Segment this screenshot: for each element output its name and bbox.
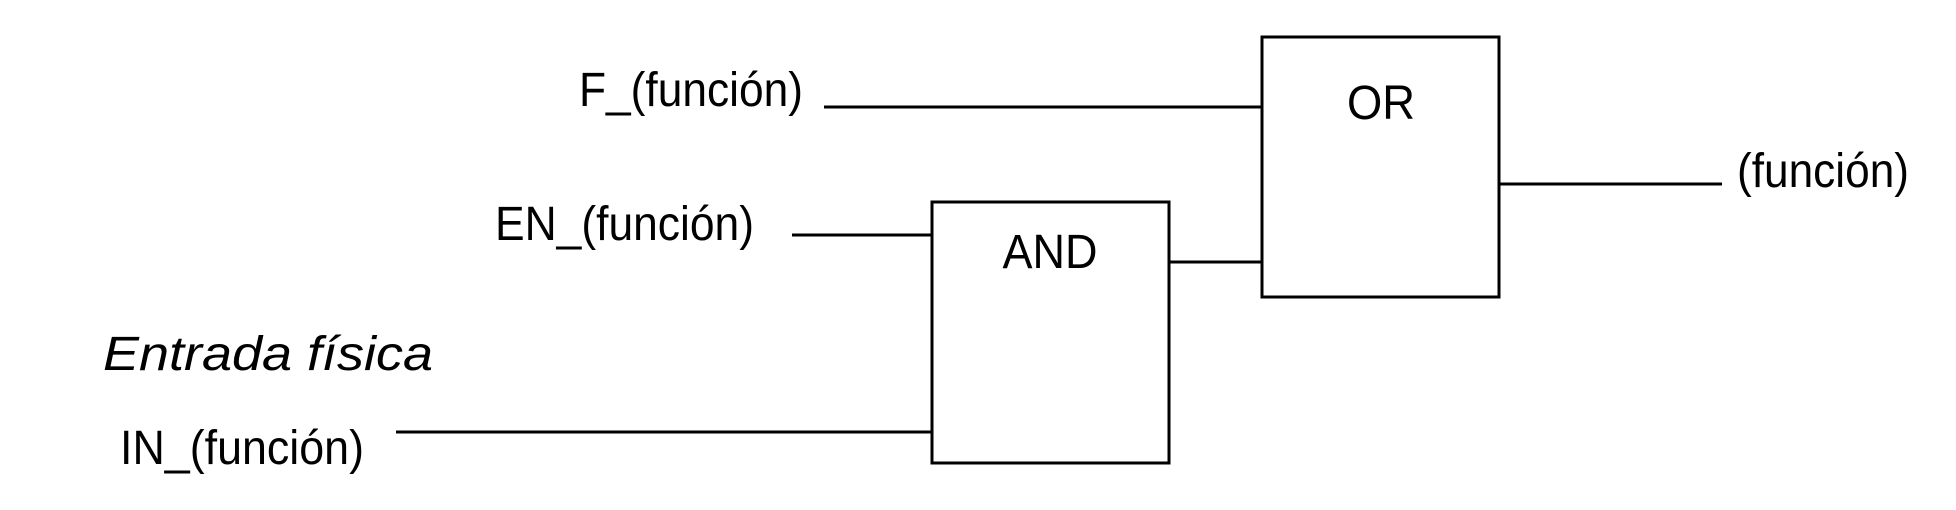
section-label-entrada-fisica: Entrada física [103,328,433,381]
f-input-label: F_(función) [579,64,803,117]
in-input-label: IN_(función) [120,422,364,475]
output-label: (función) [1737,145,1909,198]
or-gate-label: OR [1347,77,1415,130]
and-gate-box [930,200,1171,465]
and-gate-label: AND [1003,226,1098,279]
en-input-label: EN_(función) [495,198,754,251]
or-gate-box [1260,35,1501,299]
